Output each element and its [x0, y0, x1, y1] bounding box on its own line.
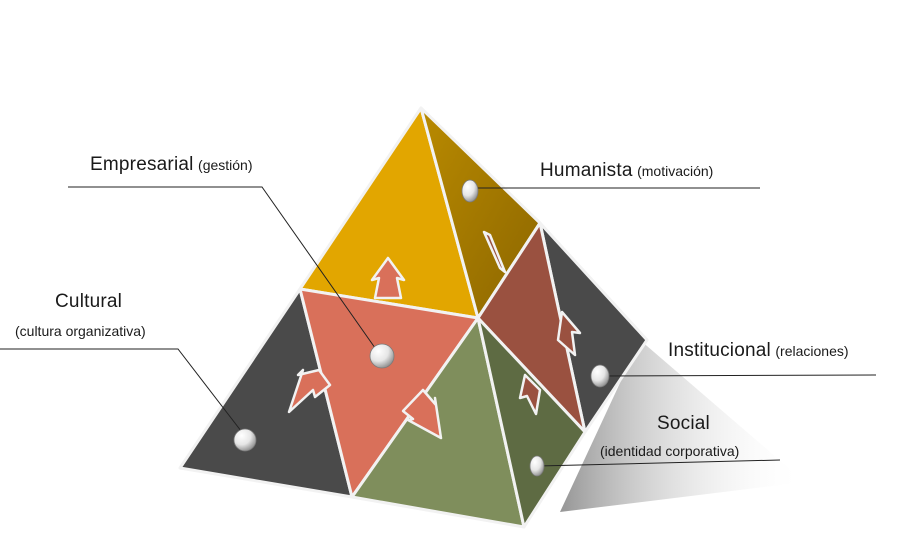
- brown-tab-top: [482, 230, 507, 274]
- pin-humanista: [461, 179, 479, 203]
- pin-empresarial: [369, 343, 395, 369]
- label-humanista: Humanista (motivación): [540, 161, 713, 180]
- right-face: [419, 106, 649, 529]
- label-empresarial-detail: (gestión): [198, 157, 253, 173]
- pyramid-shadow: [560, 340, 805, 512]
- label-humanista-detail: (motivación): [637, 163, 714, 179]
- label-cultural-detail: (cultura organizativa): [15, 323, 146, 339]
- label-institucional-detail: (relaciones): [775, 343, 849, 359]
- label-institucional: Institucional (relaciones): [668, 341, 849, 360]
- leader-social: [537, 459, 781, 467]
- label-social-title: Social: [657, 413, 710, 434]
- leader-institucional: [602, 374, 877, 377]
- pin-social: [529, 455, 545, 477]
- brown-tab-bottom: [518, 373, 542, 416]
- left-face: [178, 106, 526, 529]
- salmon-tab-top: [370, 256, 406, 300]
- salmon-tab-right: [401, 388, 443, 440]
- label-empresarial-title: Empresarial: [90, 154, 194, 175]
- label-social-detail: (identidad corporativa): [600, 443, 740, 459]
- leader-lines: [0, 186, 877, 467]
- brown-tab-right: [556, 310, 582, 357]
- olive-panel-right: [476, 316, 587, 529]
- pins: [233, 179, 610, 477]
- leader-empresarial: [68, 186, 381, 356]
- label-institucional-title: Institucional: [668, 340, 771, 361]
- label-cultural-title: Cultural: [55, 291, 123, 312]
- salmon-tab-left: [287, 368, 332, 414]
- label-humanista-title: Humanista: [540, 160, 633, 181]
- pin-cultural: [233, 428, 257, 452]
- label-empresarial: Empresarial (gestión): [90, 155, 253, 174]
- leader-cultural: [0, 348, 249, 441]
- pin-institucional: [590, 364, 610, 388]
